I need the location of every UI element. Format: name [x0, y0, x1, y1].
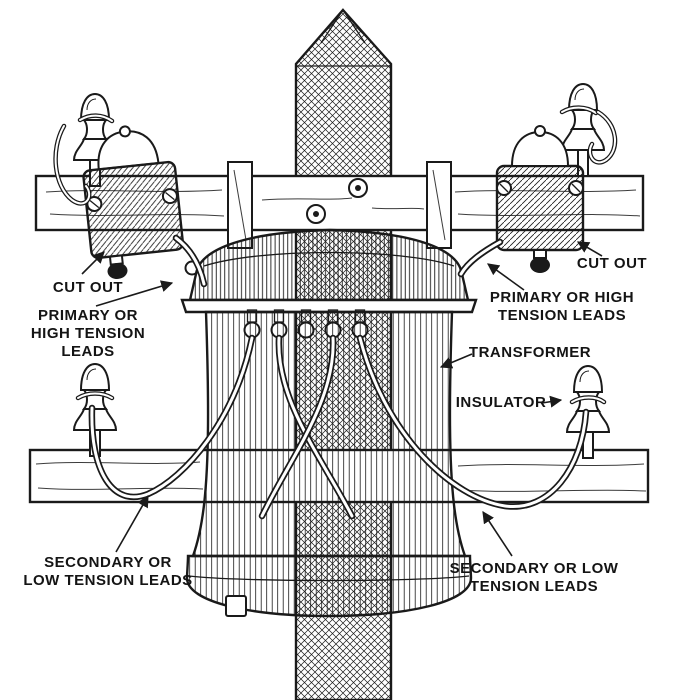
leader-arrow-primary-left: [95, 280, 174, 307]
secondary-lead-center-right: [258, 334, 337, 520]
label-secondary-left-1: SECONDARY OR: [44, 554, 172, 571]
transformer-base: [185, 554, 473, 618]
leader-arrow-secondary-right: [482, 510, 513, 557]
secondary-lead-right: [356, 334, 607, 510]
leader-arrow-cutout-left: [81, 251, 105, 275]
crossarm-clamp-left: [227, 161, 253, 249]
label-primary-right-2: TENSION LEADS: [498, 307, 626, 324]
label-secondary-right-1: SECONDARY OR LOW: [450, 560, 619, 577]
transformer: [180, 228, 478, 618]
leader-arrow-secondary-left: [115, 494, 149, 553]
mounting-bolt-lower: [306, 204, 326, 224]
label-insulator: INSULATOR: [456, 394, 547, 411]
crossarm-clamp-right: [426, 161, 452, 249]
label-cutout-right: CUT OUT: [577, 255, 647, 272]
cutout-right: [495, 125, 585, 273]
primary-lead-right: [457, 238, 504, 278]
cutout-left: [82, 125, 185, 279]
transformer-drain-plug: [225, 595, 247, 617]
label-primary-left-1: PRIMARY OR: [38, 307, 138, 324]
leader-arrow-primary-right: [487, 263, 525, 291]
transformer-lid: [180, 228, 478, 314]
label-cutout-left: CUT OUT: [53, 279, 123, 296]
secondary-lead-center-left: [275, 334, 356, 520]
label-primary-left-3: LEADS: [61, 343, 114, 360]
upper-insulator-tie-wires: [53, 105, 618, 206]
mounting-bolt-upper: [348, 178, 368, 198]
leader-arrow-transformer: [439, 353, 473, 369]
leader-arrow-cutout-right: [576, 241, 603, 257]
leader-arrows: [81, 241, 603, 557]
leader-arrow-insulator: [541, 395, 563, 408]
primary-lead-left: [172, 234, 208, 288]
label-secondary-right-2: TENSION LEADS: [470, 578, 598, 595]
labels: CUT OUT PRIMARY OR HIGH TENSION LEADS CU…: [23, 255, 647, 595]
label-primary-left-2: HIGH TENSION: [31, 325, 145, 342]
transformer-tank: [191, 310, 467, 558]
label-transformer: TRANSFORMER: [469, 344, 591, 361]
label-primary-right-1: PRIMARY OR HIGH: [490, 289, 634, 306]
secondary-lead-left: [75, 334, 256, 501]
label-secondary-left-2: LOW TENSION LEADS: [23, 572, 192, 589]
